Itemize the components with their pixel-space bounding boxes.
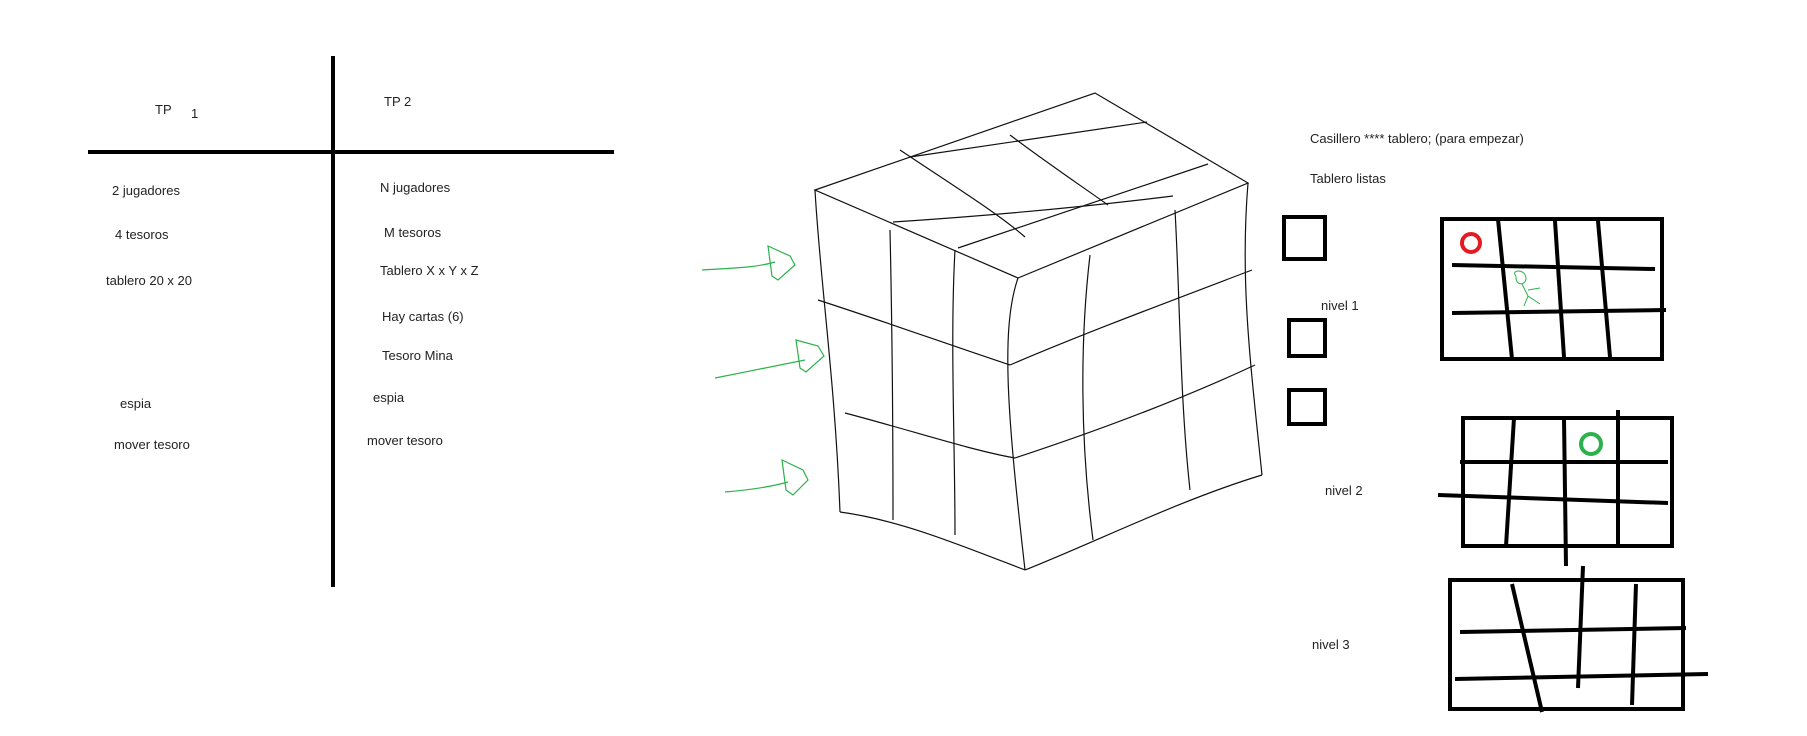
- tp2-item: mover tesoro: [367, 433, 443, 448]
- level-3-grid: [1448, 565, 1709, 713]
- red-circle-marker: [1460, 232, 1482, 254]
- tp2-item: Tesoro Mina: [382, 348, 453, 363]
- tp1-item: espia: [120, 396, 152, 411]
- tp1-item: tablero 20 x 20: [106, 273, 193, 288]
- arrow-icon: [714, 339, 825, 379]
- small-square: [1287, 388, 1327, 426]
- tp2-item: espia: [373, 390, 405, 405]
- small-square: [1282, 215, 1327, 261]
- tp1-item: 2 jugadores: [112, 183, 180, 198]
- level-label: nivel 2: [1325, 483, 1363, 498]
- cube-sketch: [813, 92, 1263, 571]
- arrow-icon: [724, 458, 809, 496]
- tp2-item: Hay cartas (6): [382, 309, 464, 324]
- level-label: nivel 3: [1312, 637, 1350, 652]
- level-2-grid: [1437, 410, 1674, 567]
- tp2-item: Tablero X x Y x Z: [380, 263, 479, 278]
- tp1-item: 4 tesoros: [115, 227, 169, 242]
- small-square: [1287, 318, 1327, 358]
- tp1-item: mover tesoro: [114, 437, 190, 452]
- level-1-grid: [1440, 217, 1667, 361]
- tp2-item: M tesoros: [384, 225, 442, 240]
- green-circle-marker: [1579, 432, 1603, 456]
- tp2-header: TP 2: [384, 94, 412, 109]
- stick-figure-icon: [1514, 270, 1541, 307]
- arrow-icon: [701, 245, 796, 281]
- level-label: nivel 1: [1321, 298, 1359, 313]
- note-tablero-listas: Tablero listas: [1310, 171, 1386, 186]
- note-casillero: Casillero **** tablero; (para empezar): [1310, 131, 1524, 146]
- tp2-item: N jugadores: [380, 180, 451, 195]
- tp1-header: TP: [155, 102, 172, 117]
- tp1-header-number: 1: [191, 106, 199, 121]
